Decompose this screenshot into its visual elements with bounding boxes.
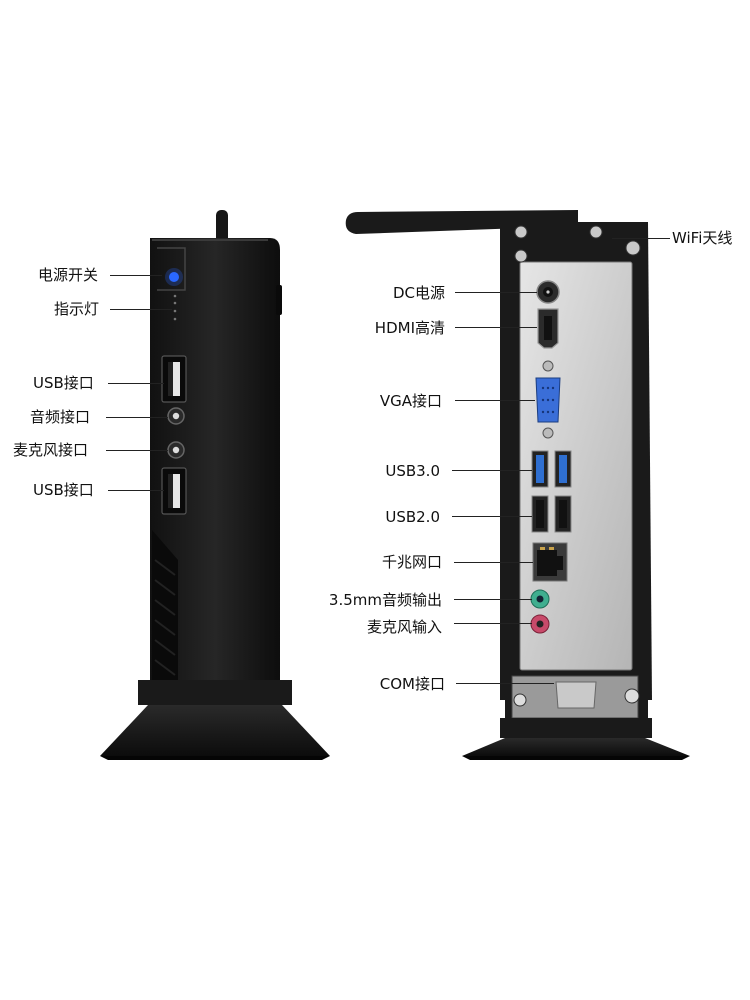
- screw-icon: [589, 225, 603, 239]
- label-com: COM接口: [379, 675, 445, 693]
- label-hdmi: HDMI高清: [374, 319, 445, 337]
- front-unit: [100, 210, 330, 760]
- label-usb3: USB3.0: [385, 462, 440, 480]
- hdmi-port: [537, 308, 559, 349]
- side-knob: [276, 285, 282, 315]
- screw-icon: [624, 688, 640, 704]
- front-usb-port-bottom: [161, 467, 187, 515]
- leader-line: [106, 417, 168, 418]
- label-usb2: USB2.0: [385, 508, 440, 526]
- leader-line: [455, 400, 535, 401]
- power-led: [169, 272, 179, 282]
- front-antenna-stub: [216, 210, 228, 244]
- label-vga: VGA接口: [379, 392, 442, 410]
- label-dc: DC电源: [392, 284, 445, 302]
- label-audio: 音频接口: [30, 408, 91, 426]
- label-usb-bottom: USB接口: [33, 481, 94, 499]
- leader-line: [108, 490, 164, 491]
- front-mic-jack: [167, 441, 185, 459]
- mic-in-jack: [530, 614, 550, 634]
- power-switch: [157, 247, 186, 291]
- front-usb-port-top: [161, 355, 187, 403]
- label-mic: 麦克风接口: [13, 441, 89, 459]
- label-mic-in: 麦克风输入: [366, 618, 442, 636]
- leader-line: [456, 683, 554, 684]
- label-usb-top: USB接口: [33, 374, 94, 392]
- label-lan: 千兆网口: [381, 553, 442, 571]
- front-audio-jack: [167, 407, 185, 425]
- leader-line: [452, 516, 532, 517]
- com-port-knockout: [505, 672, 648, 722]
- lan-port: [532, 542, 568, 582]
- screw-icon: [514, 249, 528, 263]
- leader-line: [452, 470, 532, 471]
- leader-line: [454, 562, 533, 563]
- vga-port: [535, 360, 561, 439]
- leader-line: [108, 383, 164, 384]
- front-vent-grille: [152, 530, 178, 700]
- label-audio-out: 3.5mm音频输出: [328, 591, 442, 609]
- audio-out-jack: [530, 589, 550, 609]
- label-wifi: WiFi天线: [672, 229, 733, 247]
- label-power-switch: 电源开关: [38, 266, 99, 284]
- usb2-ports: [531, 495, 572, 533]
- leader-line: [455, 327, 537, 328]
- leader-line: [454, 599, 532, 600]
- leader-line: [454, 623, 532, 624]
- rear-stand: [462, 718, 690, 760]
- indicator-lights: [173, 294, 177, 321]
- leader-line: [455, 292, 537, 293]
- screw-icon: [514, 225, 528, 239]
- leader-line: [110, 275, 162, 276]
- screw-icon: [625, 240, 641, 256]
- leader-line: [612, 238, 670, 239]
- leader-line: [110, 309, 172, 310]
- usb3-ports: [531, 450, 572, 488]
- leader-line: [106, 450, 168, 451]
- label-indicator: 指示灯: [54, 300, 100, 318]
- dc-power-jack: [536, 280, 560, 304]
- front-stand: [100, 680, 330, 760]
- screw-icon: [513, 693, 527, 707]
